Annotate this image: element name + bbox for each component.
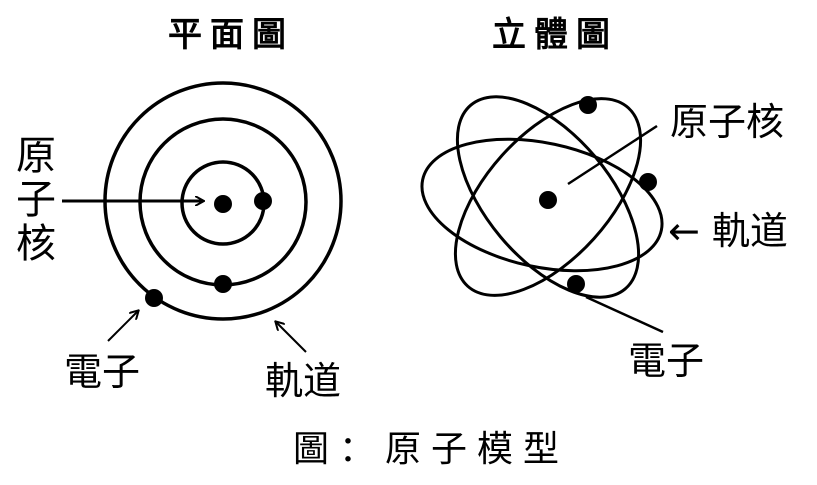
three-d-nucleus-label: 原子核 (670, 100, 785, 144)
figure-caption: 圖：原子模型 (293, 429, 570, 470)
electron-leader-line (585, 295, 664, 334)
three-d-atom (420, 95, 664, 299)
three-d-electron-label: 電子 (628, 339, 705, 383)
electron-dot (254, 192, 272, 210)
electron-pointer-arrow (107, 311, 138, 342)
three-d-atom-particles (539, 96, 657, 293)
flat-nucleus-label: 原子核 (16, 133, 56, 267)
flat-atom-particles (145, 192, 272, 307)
nucleus-dot (214, 195, 232, 213)
three-d-diagram-title: 立體圖 (492, 15, 618, 55)
orbit-ellipse-diag-left (455, 95, 641, 299)
flat-electron-label: 電子 (64, 350, 141, 394)
nucleus-leader-line (567, 124, 658, 186)
nucleus-dot (539, 191, 557, 209)
electron-dot (145, 289, 163, 307)
three-d-orbit-label: ← 軌道 (668, 209, 788, 253)
electron-dot (567, 275, 585, 293)
flat-orbit-label: 軌道 (265, 359, 342, 403)
electron-dot (214, 275, 232, 293)
electron-dot (579, 96, 597, 114)
flat-diagram-title: 平面圖 (168, 15, 294, 55)
orbit-pointer-arrow (276, 322, 307, 353)
orbit-ellipse-diag-right (453, 97, 643, 297)
electron-dot (639, 173, 657, 191)
